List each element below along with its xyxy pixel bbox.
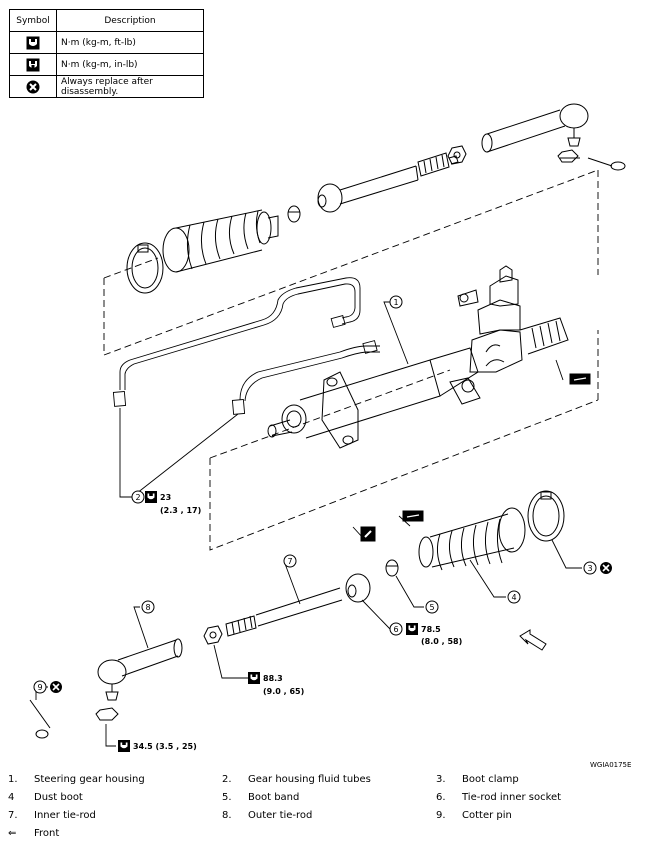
always-replace-icon (26, 80, 40, 93)
callout-7-label: 7 (287, 557, 292, 566)
gear-housing-fluid-tubes (112, 277, 380, 415)
callout-5-label: 5 (429, 603, 434, 612)
torque-wrench-icon (145, 491, 157, 503)
sealant-symbol (360, 526, 376, 542)
part-name: Boot clamp (462, 774, 519, 785)
legend-row: N·m (kg-m, in-lb) (9, 53, 204, 76)
callout-9-label: 9 (37, 683, 42, 692)
callout-2-label: 2 (135, 493, 140, 502)
front-label: Front (34, 828, 60, 839)
lock-nut-upper (447, 145, 467, 165)
part-number: 6. (436, 792, 446, 803)
outer-tie-rod-lower (95, 638, 183, 721)
part-number: 4 (8, 792, 15, 803)
torque-wrench-icon (248, 672, 260, 684)
part-name: Tie-rod inner socket (462, 792, 562, 803)
part-number: 7. (8, 810, 18, 821)
part-number: 8. (222, 810, 232, 821)
dust-boot-upper (162, 209, 279, 273)
torque-sub-inner-socket: (8.0 , 58) (421, 637, 462, 646)
boot-band-lower (385, 559, 399, 577)
torque-wrench-icon (26, 36, 40, 49)
front-note-row: ⇐ Front (8, 828, 628, 846)
part-number: 2. (222, 774, 232, 785)
torque-value-inner-socket: 78.5 (421, 625, 441, 634)
legend-symbol-cell (9, 31, 57, 54)
callout-1: 1 (389, 295, 403, 309)
legend-description: Always replace after disassembly. (56, 75, 204, 98)
part-number: 3. (436, 774, 446, 785)
inner-tie-rod-upper (317, 152, 459, 213)
part-name: Steering gear housing (34, 774, 145, 785)
part-name: Gear housing fluid tubes (248, 774, 371, 785)
dashed-alignment-lines (103, 169, 599, 551)
parts-row: 4 Dust boot 5. Boot band 6. Tie-rod inne… (8, 792, 628, 810)
part-number: 5. (222, 792, 232, 803)
legend-symbol-cell (9, 53, 57, 76)
inner-tie-rod-lower (225, 587, 343, 637)
callout-9: 9 (33, 680, 47, 694)
torque-wrench-icon (118, 740, 130, 752)
callout-8-label: 8 (145, 603, 150, 612)
part-name: Dust boot (34, 792, 83, 803)
cotter-pin-lower (29, 699, 51, 739)
grease-symbol-boot (402, 510, 424, 522)
boot-band-upper (287, 205, 301, 223)
part-number: 1. (8, 774, 18, 785)
callout-4-label: 4 (511, 593, 516, 602)
torque-value-tubes: 23 (160, 493, 171, 502)
torque-value-castle-nut: 34.5 (3.5 , 25) (133, 742, 197, 751)
always-replace-icon (50, 681, 62, 693)
callout-2: 2 (131, 490, 145, 504)
tie-rod-inner-socket-lower (345, 573, 371, 603)
boot-clamp-lower (527, 490, 565, 542)
steering-gear-housing (267, 265, 569, 449)
callout-3-label: 3 (587, 564, 592, 573)
callout-5: 5 (425, 600, 439, 614)
legend-symbol-cell (9, 75, 57, 98)
boot-clamp-upper (126, 242, 164, 294)
parts-list: 1. Steering gear housing 2. Gear housing… (8, 774, 628, 846)
symbol-legend-table: Symbol Description N·m (kg-m, ft-lb) N·m… (9, 9, 204, 98)
callout-8: 8 (141, 600, 155, 614)
outer-tie-rod-upper (481, 103, 589, 163)
part-name: Outer tie-rod (248, 810, 313, 821)
torque-wrench-icon (406, 623, 418, 635)
torque-value-lock-nut: 88.3 (263, 674, 283, 683)
part-name: Cotter pin (462, 810, 512, 821)
part-name: Boot band (248, 792, 300, 803)
part-name: Inner tie-rod (34, 810, 96, 821)
cotter-pin-upper (587, 157, 626, 171)
callout-7: 7 (283, 554, 297, 568)
parts-row: 1. Steering gear housing 2. Gear housing… (8, 774, 628, 792)
part-number: 9. (436, 810, 446, 821)
callout-6-label: 6 (393, 625, 398, 634)
torque-sub-lock-nut: (9.0 , 65) (263, 687, 304, 696)
dust-boot-lower (418, 507, 526, 571)
callout-3: 3 (583, 561, 597, 575)
front-direction-arrow (519, 629, 547, 651)
legend-row: Always replace after disassembly. (9, 75, 204, 98)
lock-nut-lower (203, 625, 223, 645)
callout-6: 6 (389, 622, 403, 636)
callout-4: 4 (507, 590, 521, 604)
steering-gear-exploded-diagram: 1 2 3 4 5 6 7 8 9 (29, 103, 626, 752)
callout-1-label: 1 (393, 298, 398, 307)
figure-code: WGIA0175E (590, 761, 632, 769)
leader-lines (35, 301, 582, 747)
torque-wrench-small-icon (26, 58, 40, 71)
torque-sub-tubes: (2.3 , 17) (160, 506, 201, 515)
grease-symbol-housing (569, 373, 591, 385)
always-replace-icon (600, 562, 612, 574)
parts-row: 7. Inner tie-rod 8. Outer tie-rod 9. Cot… (8, 810, 628, 828)
front-arrow-icon: ⇐ (8, 828, 17, 839)
